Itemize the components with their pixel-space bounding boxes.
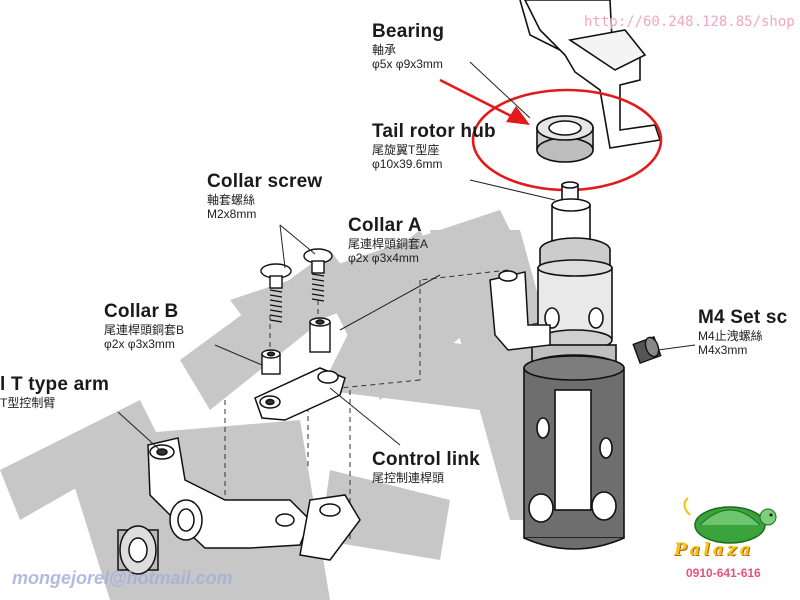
label-collar-screw-en: Collar screw <box>207 171 323 192</box>
leader-lines <box>117 61 696 451</box>
highlight-arrow <box>439 78 530 125</box>
label-t-type-arm: l T type arm T型控制臂 <box>0 375 109 409</box>
label-collar-b-spec: φ2x φ3x3mm <box>104 337 175 351</box>
label-collar-a-spec: φ2x φ3x4mm <box>348 251 419 265</box>
background-watermark-shapes <box>0 210 600 600</box>
label-collar-a: Collar A 尾連桿頭銅套A φ2x φ3x4mm <box>348 216 428 264</box>
label-m4-set-screw-en: M4 Set sc <box>698 307 788 328</box>
tail-frame-part <box>519 0 662 149</box>
label-tail-rotor-hub-spec: φ10x39.6mm <box>372 157 443 171</box>
label-bearing: Bearing 軸承 φ5x φ9x3mm <box>372 22 444 70</box>
label-collar-b-en: Collar B <box>104 301 179 322</box>
label-collar-b: Collar B 尾連桿頭銅套B φ2x φ3x3mm <box>104 302 184 350</box>
label-collar-b-zh: 尾連桿頭銅套B <box>104 323 185 337</box>
control-link-part <box>254 367 346 421</box>
watermark-url: http://60.248.128.85/shop <box>584 14 795 30</box>
t-type-arm-part <box>147 437 361 561</box>
label-bearing-spec: φ5x φ9x3mm <box>372 57 443 71</box>
logo-name: Palaza <box>674 540 754 560</box>
tail-rotor-hub-part <box>523 181 625 550</box>
label-m4-set-screw-zh: M4止洩螺絲 <box>698 329 763 343</box>
label-m4-set-screw: M4 Set sc M4止洩螺絲 M4x3mm <box>698 308 787 356</box>
logo-phone: 0910-641-616 <box>686 566 761 580</box>
m4-set-screw-part <box>632 335 662 365</box>
label-collar-a-en: Collar A <box>348 215 422 236</box>
label-t-type-arm-zh: T型控制臂 <box>0 396 56 410</box>
label-tail-rotor-hub: Tail rotor hub 尾旋翼T型座 φ10x39.6mm <box>372 122 496 170</box>
label-collar-screw-spec: M2x8mm <box>207 207 257 221</box>
label-control-link: Control link 尾控制連桿頭 <box>372 450 480 484</box>
pivot-bracket-part <box>489 270 551 351</box>
label-tail-rotor-hub-zh: 尾旋翼T型座 <box>372 143 440 157</box>
collar-screw-parts <box>260 248 333 323</box>
collar-parts <box>261 317 331 375</box>
label-collar-a-zh: 尾連桿頭銅套A <box>348 237 429 251</box>
lower-bearing-part <box>117 525 159 575</box>
label-control-link-zh: 尾控制連桿頭 <box>372 471 445 485</box>
label-control-link-en: Control link <box>372 449 480 470</box>
label-collar-screw: Collar screw 軸套螺絲 M2x8mm <box>207 172 322 220</box>
tortoise-logo-icon <box>683 497 777 544</box>
label-m4-set-screw-spec: M4x3mm <box>698 343 748 357</box>
label-bearing-zh: 軸承 <box>372 43 397 57</box>
label-bearing-en: Bearing <box>372 21 445 42</box>
label-collar-screw-zh: 軸套螺絲 <box>207 193 256 207</box>
label-tail-rotor-hub-en: Tail rotor hub <box>372 121 496 142</box>
bearing-part <box>536 115 594 163</box>
watermark-email: mongejorel@hotmail.com <box>12 568 233 588</box>
label-t-type-arm-en: l T type arm <box>0 374 110 395</box>
